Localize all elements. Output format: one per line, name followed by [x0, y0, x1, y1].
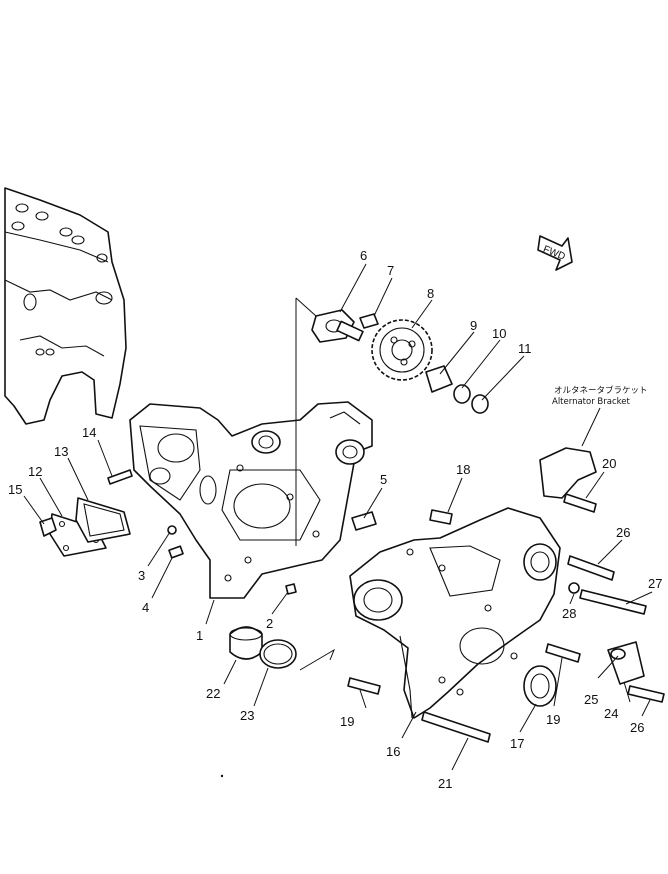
callout-24: 24 [604, 706, 618, 721]
callout-5: 5 [380, 472, 387, 487]
callout-28: 27 [648, 576, 662, 591]
note-english: Alternator Bracket [552, 397, 630, 407]
callout-19-left: 19 [340, 714, 354, 729]
bolt-19-left [347, 677, 381, 695]
bolt-28 [579, 589, 647, 615]
washer-10 [453, 384, 471, 404]
callout-10: 10 [492, 326, 506, 341]
o-ring-23 [259, 639, 297, 669]
callout-15: 15 [8, 482, 22, 497]
cover-24 [607, 641, 645, 685]
alternator-bracket [539, 447, 597, 499]
cover-plate [49, 497, 131, 557]
callout-7: 7 [387, 263, 394, 278]
callout-16: 16 [386, 744, 400, 759]
callout-labels: 6 7 8 9 10 11 14 13 12 15 3 4 1 2 5 18 2… [8, 248, 662, 791]
washer-29 [568, 582, 580, 594]
callout-27: 26 [616, 525, 630, 540]
callout-18: 18 [456, 462, 470, 477]
callout-9: 9 [470, 318, 477, 333]
callout-17: 17 [510, 736, 524, 751]
gasket-25 [610, 648, 626, 660]
thrust-washer-11 [471, 394, 489, 414]
callout-1: 1 [196, 628, 203, 643]
engine-block [4, 187, 127, 425]
front-cover [349, 507, 561, 719]
stud-14 [107, 469, 133, 485]
callout-29: 28 [562, 606, 576, 621]
gear-case-housing [129, 401, 373, 599]
bolt-20 [563, 493, 597, 513]
callout-20: 20 [602, 456, 616, 471]
bolt-21 [421, 711, 491, 743]
callout-2: 2 [266, 616, 273, 631]
leader-lines [23, 263, 653, 771]
callout-25: 25 [584, 692, 598, 707]
bolt-26 [627, 685, 665, 703]
plug-2 [285, 583, 297, 595]
nut-15 [39, 517, 57, 537]
bolt-5 [351, 511, 377, 531]
callout-22: 22 [206, 686, 220, 701]
bushing-9 [425, 365, 453, 393]
bolt-19-right [545, 643, 581, 663]
bolt-27 [567, 555, 615, 581]
note-japanese: オルタネータブラケット [554, 385, 648, 396]
callout-21: 21 [438, 776, 452, 791]
pin-4 [168, 545, 184, 559]
callout-19-right: 19 [546, 712, 560, 727]
plug-22 [229, 626, 263, 660]
callout-6: 6 [360, 248, 367, 263]
idler-gear [371, 319, 433, 381]
oil-seal-17 [523, 665, 557, 707]
callout-13: 13 [54, 444, 68, 459]
callout-14: 14 [82, 425, 96, 440]
callout-4: 4 [142, 600, 149, 615]
idler-shaft [311, 309, 364, 343]
callout-12: 12 [28, 464, 42, 479]
bolt-7 [359, 313, 379, 329]
bolt-18 [429, 509, 453, 525]
forward-arrow-marker: FWD [537, 235, 573, 271]
callout-11: 11 [518, 341, 532, 356]
callout-23: 23 [240, 708, 254, 723]
callout-3: 3 [138, 568, 145, 583]
callout-26: 26 [630, 720, 644, 735]
callout-8: 8 [427, 286, 434, 301]
